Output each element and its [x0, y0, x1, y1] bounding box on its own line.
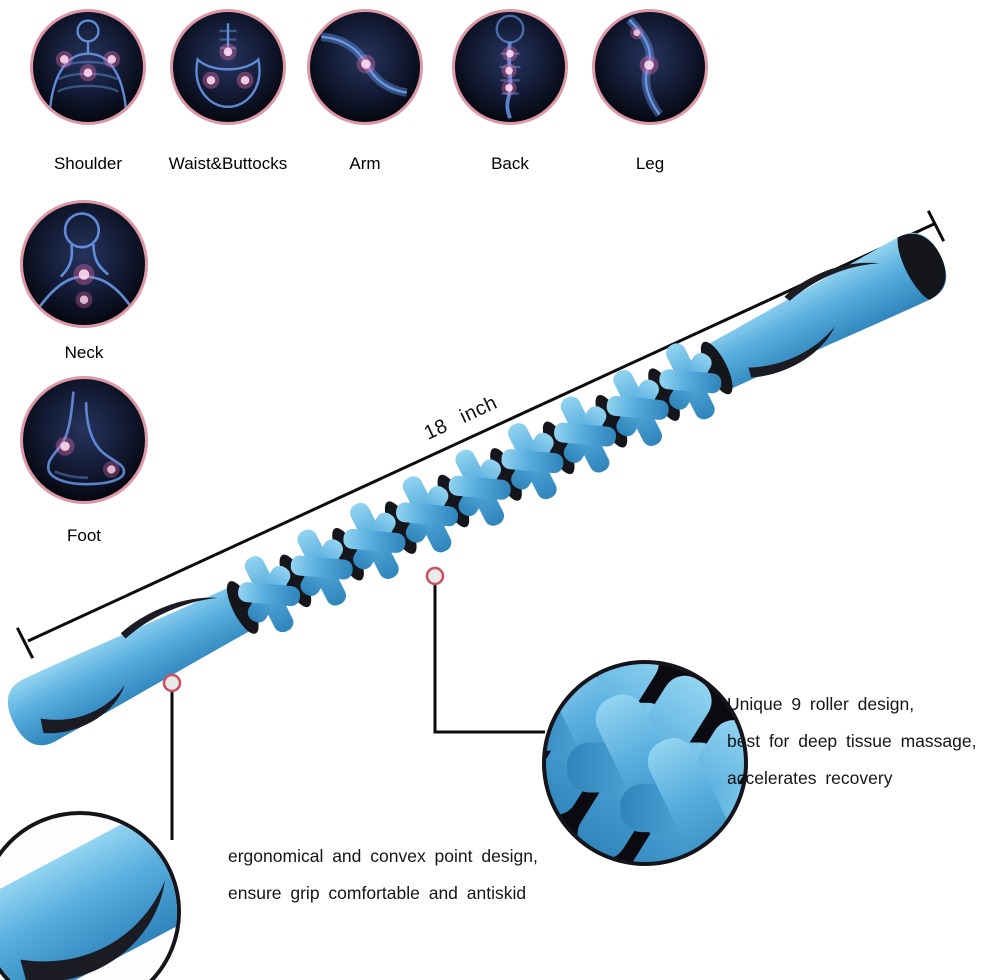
xray-foot-image [20, 376, 148, 504]
body-part-label-back: Back [491, 154, 529, 173]
leg-xray-icon [626, 16, 663, 117]
roller-callout-line-3: accelerates recovery [727, 768, 893, 788]
massage-roller-stick [7, 232, 947, 746]
body-part-leg: Leg [575, 9, 725, 174]
body-part-label-arm: Arm [349, 154, 381, 173]
callout-marker-roller [425, 566, 445, 586]
body-part-label-waist: Waist&Buttocks [168, 154, 288, 173]
body-part-shoulder: Shoulder [13, 9, 163, 174]
body-part-neck: Neck [9, 200, 159, 363]
shoulder-xray-icon [48, 19, 128, 109]
handle-callout-line-1: ergonomical and convex point design, [228, 846, 538, 866]
callout-marker-handle [162, 673, 182, 693]
xray-shoulder-image [30, 9, 146, 125]
back-xray-icon [495, 14, 525, 119]
roller-callout-line-1: Unique 9 roller design, [727, 694, 915, 714]
body-part-label-shoulder: Shoulder [53, 154, 123, 173]
xray-arm-image [307, 9, 423, 125]
measurement-line [15, 210, 946, 659]
callout-connector-roller [433, 584, 545, 734]
xray-leg-image [592, 9, 708, 125]
roller-closeup-image [542, 660, 748, 866]
body-part-label-neck: Neck [64, 343, 104, 362]
roller-callout-text: Unique 9 roller design, best for deep ti… [727, 686, 999, 797]
roller-callout-line-2: best for deep tissue massage, [727, 731, 977, 751]
handle-callout-text: ergonomical and convex point design, ens… [228, 838, 598, 912]
body-part-foot: Foot [9, 376, 159, 546]
waist-xray-icon [195, 23, 261, 109]
handle-closeup-image [0, 811, 181, 980]
body-part-back: Back [435, 9, 585, 174]
arm-xray-icon [320, 32, 408, 97]
neck-xray-icon [34, 212, 136, 314]
body-part-waist: Waist&Buttocks [153, 9, 303, 174]
length-label: 18 inch [421, 392, 501, 445]
body-part-label-foot: Foot [66, 526, 102, 545]
body-part-arm: Arm [290, 9, 440, 174]
xray-waist-image [170, 9, 286, 125]
handle-callout-line-2: ensure grip comfortable and antiskid [228, 883, 527, 903]
body-part-label-leg: Leg [635, 154, 665, 173]
xray-back-image [452, 9, 568, 125]
xray-neck-image [20, 200, 148, 328]
foot-xray-icon [46, 391, 126, 486]
